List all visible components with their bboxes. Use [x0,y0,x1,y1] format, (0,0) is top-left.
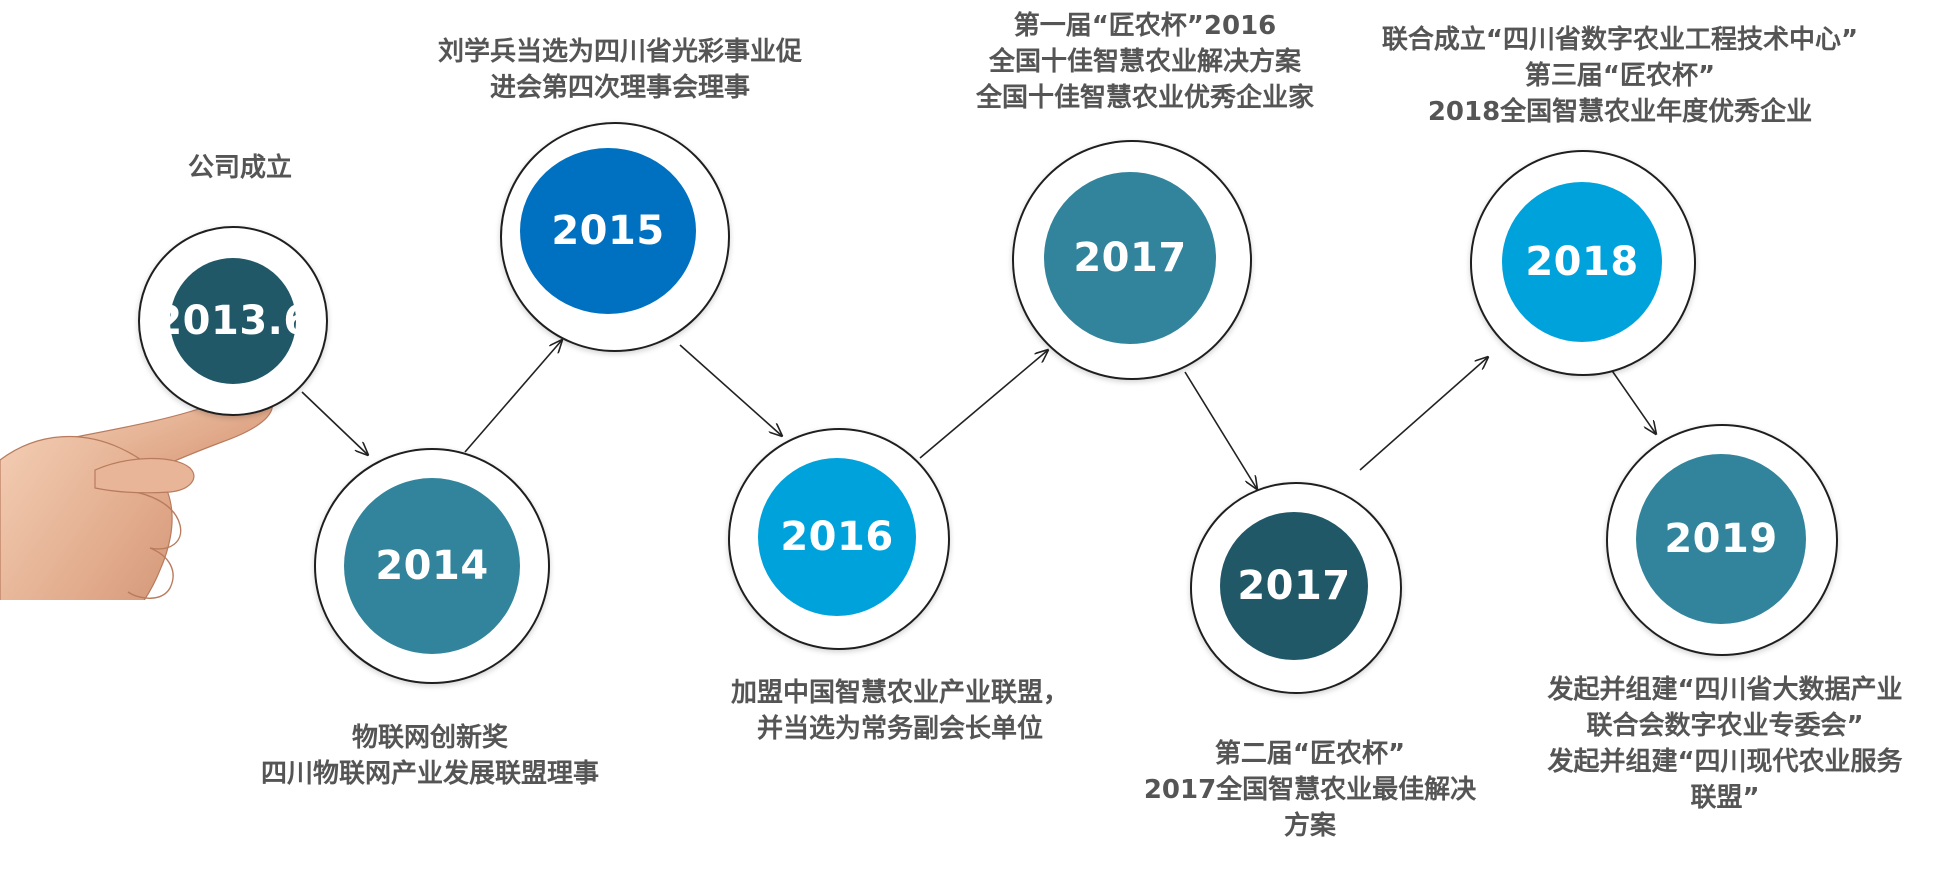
milestone-caption-line: 全国十佳智慧农业解决方案 [988,47,1301,77]
arrow-2017b-to-2018 [1359,357,1488,471]
arrow-2013-to-2014 [301,391,368,455]
milestone-caption-line: 方案 [1283,811,1336,841]
milestone-year: 2013.6 [154,258,311,384]
milestone-caption-line: 加盟中国智慧农业产业联盟， [730,678,1069,708]
milestone-caption-line: 并当选为常务副会长单位 [756,714,1043,744]
milestone-caption-line: 发起并组建“四川省大数据产业 [1547,675,1903,705]
arrow-2017a-to-2017b [1184,371,1257,489]
arrow-2014-to-2015 [464,340,562,453]
milestone-caption: 第二届“匠农杯” 2017全国智慧农业最佳解决方案 [1120,736,1500,844]
milestone-caption: 刘学兵当选为四川省光彩事业促进会第四次理事会理事 [400,34,840,106]
milestone-caption: 加盟中国智慧农业产业联盟， 并当选为常务副会长单位 [690,675,1110,747]
milestone-caption-line: 第三届“匠农杯” [1524,61,1716,91]
milestone-caption-line: 四川物联网产业发展联盟理事 [260,759,599,789]
milestone-caption-line: 第一届“匠农杯”2016 [1013,11,1277,41]
milestone-caption: 第一届“匠农杯”2016 全国十佳智慧农业解决方案全国十佳智慧农业优秀企业家 [910,8,1380,116]
milestone-caption: 发起并组建“四川省大数据产业联合会数字农业专委会” 发起并组建“四川现代农业服务联… [1510,672,1940,816]
milestone-year: 2018 [1502,182,1662,342]
milestone-caption-line: 2017全国智慧农业最佳解决 [1143,775,1477,805]
milestone-caption: 物联网创新奖四川物联网产业发展联盟理事 [200,720,660,792]
milestone-caption: 联合成立“四川省数字农业工程技术中心” 第三届“匠农杯” 2018全国智慧农业年度优… [1335,22,1905,130]
arrow-2015-to-2016 [679,344,782,436]
arrow-2018-to-2019 [1605,361,1656,434]
milestone-caption-line: 发起并组建“四川现代农业服务 [1547,747,1903,777]
hand-pointing-icon [0,390,273,600]
milestone-year: 2017 [1044,172,1216,344]
milestone-caption: 公司成立 [180,150,300,186]
milestone-caption-line: 进会第四次理事会理事 [489,73,750,103]
milestone-caption-line: 全国十佳智慧农业优秀企业家 [975,83,1314,113]
milestone-year: 2019 [1636,454,1806,624]
milestone-caption-line: 联合会数字农业专委会” [1586,711,1864,741]
milestone-caption-line: 刘学兵当选为四川省光彩事业促 [437,37,802,67]
milestone-caption-line: 联合成立“四川省数字农业工程技术中心” [1381,25,1859,55]
milestone-caption-line: 公司成立 [187,153,292,183]
milestone-year: 2016 [758,458,916,616]
milestone-year: 2015 [520,148,696,314]
milestone-ring [138,226,328,416]
milestone-caption-line: 2018全国智慧农业年度优秀企业 [1427,97,1813,127]
milestone-year: 2017 [1220,512,1368,660]
milestone-caption-line: 物联网创新奖 [351,723,508,753]
milestone-caption-line: 联盟” [1690,783,1760,813]
arrow-2016-to-2017a [919,350,1048,459]
milestone-caption-line: 第二届“匠农杯” [1214,739,1406,769]
milestone-year: 2014 [344,478,520,654]
